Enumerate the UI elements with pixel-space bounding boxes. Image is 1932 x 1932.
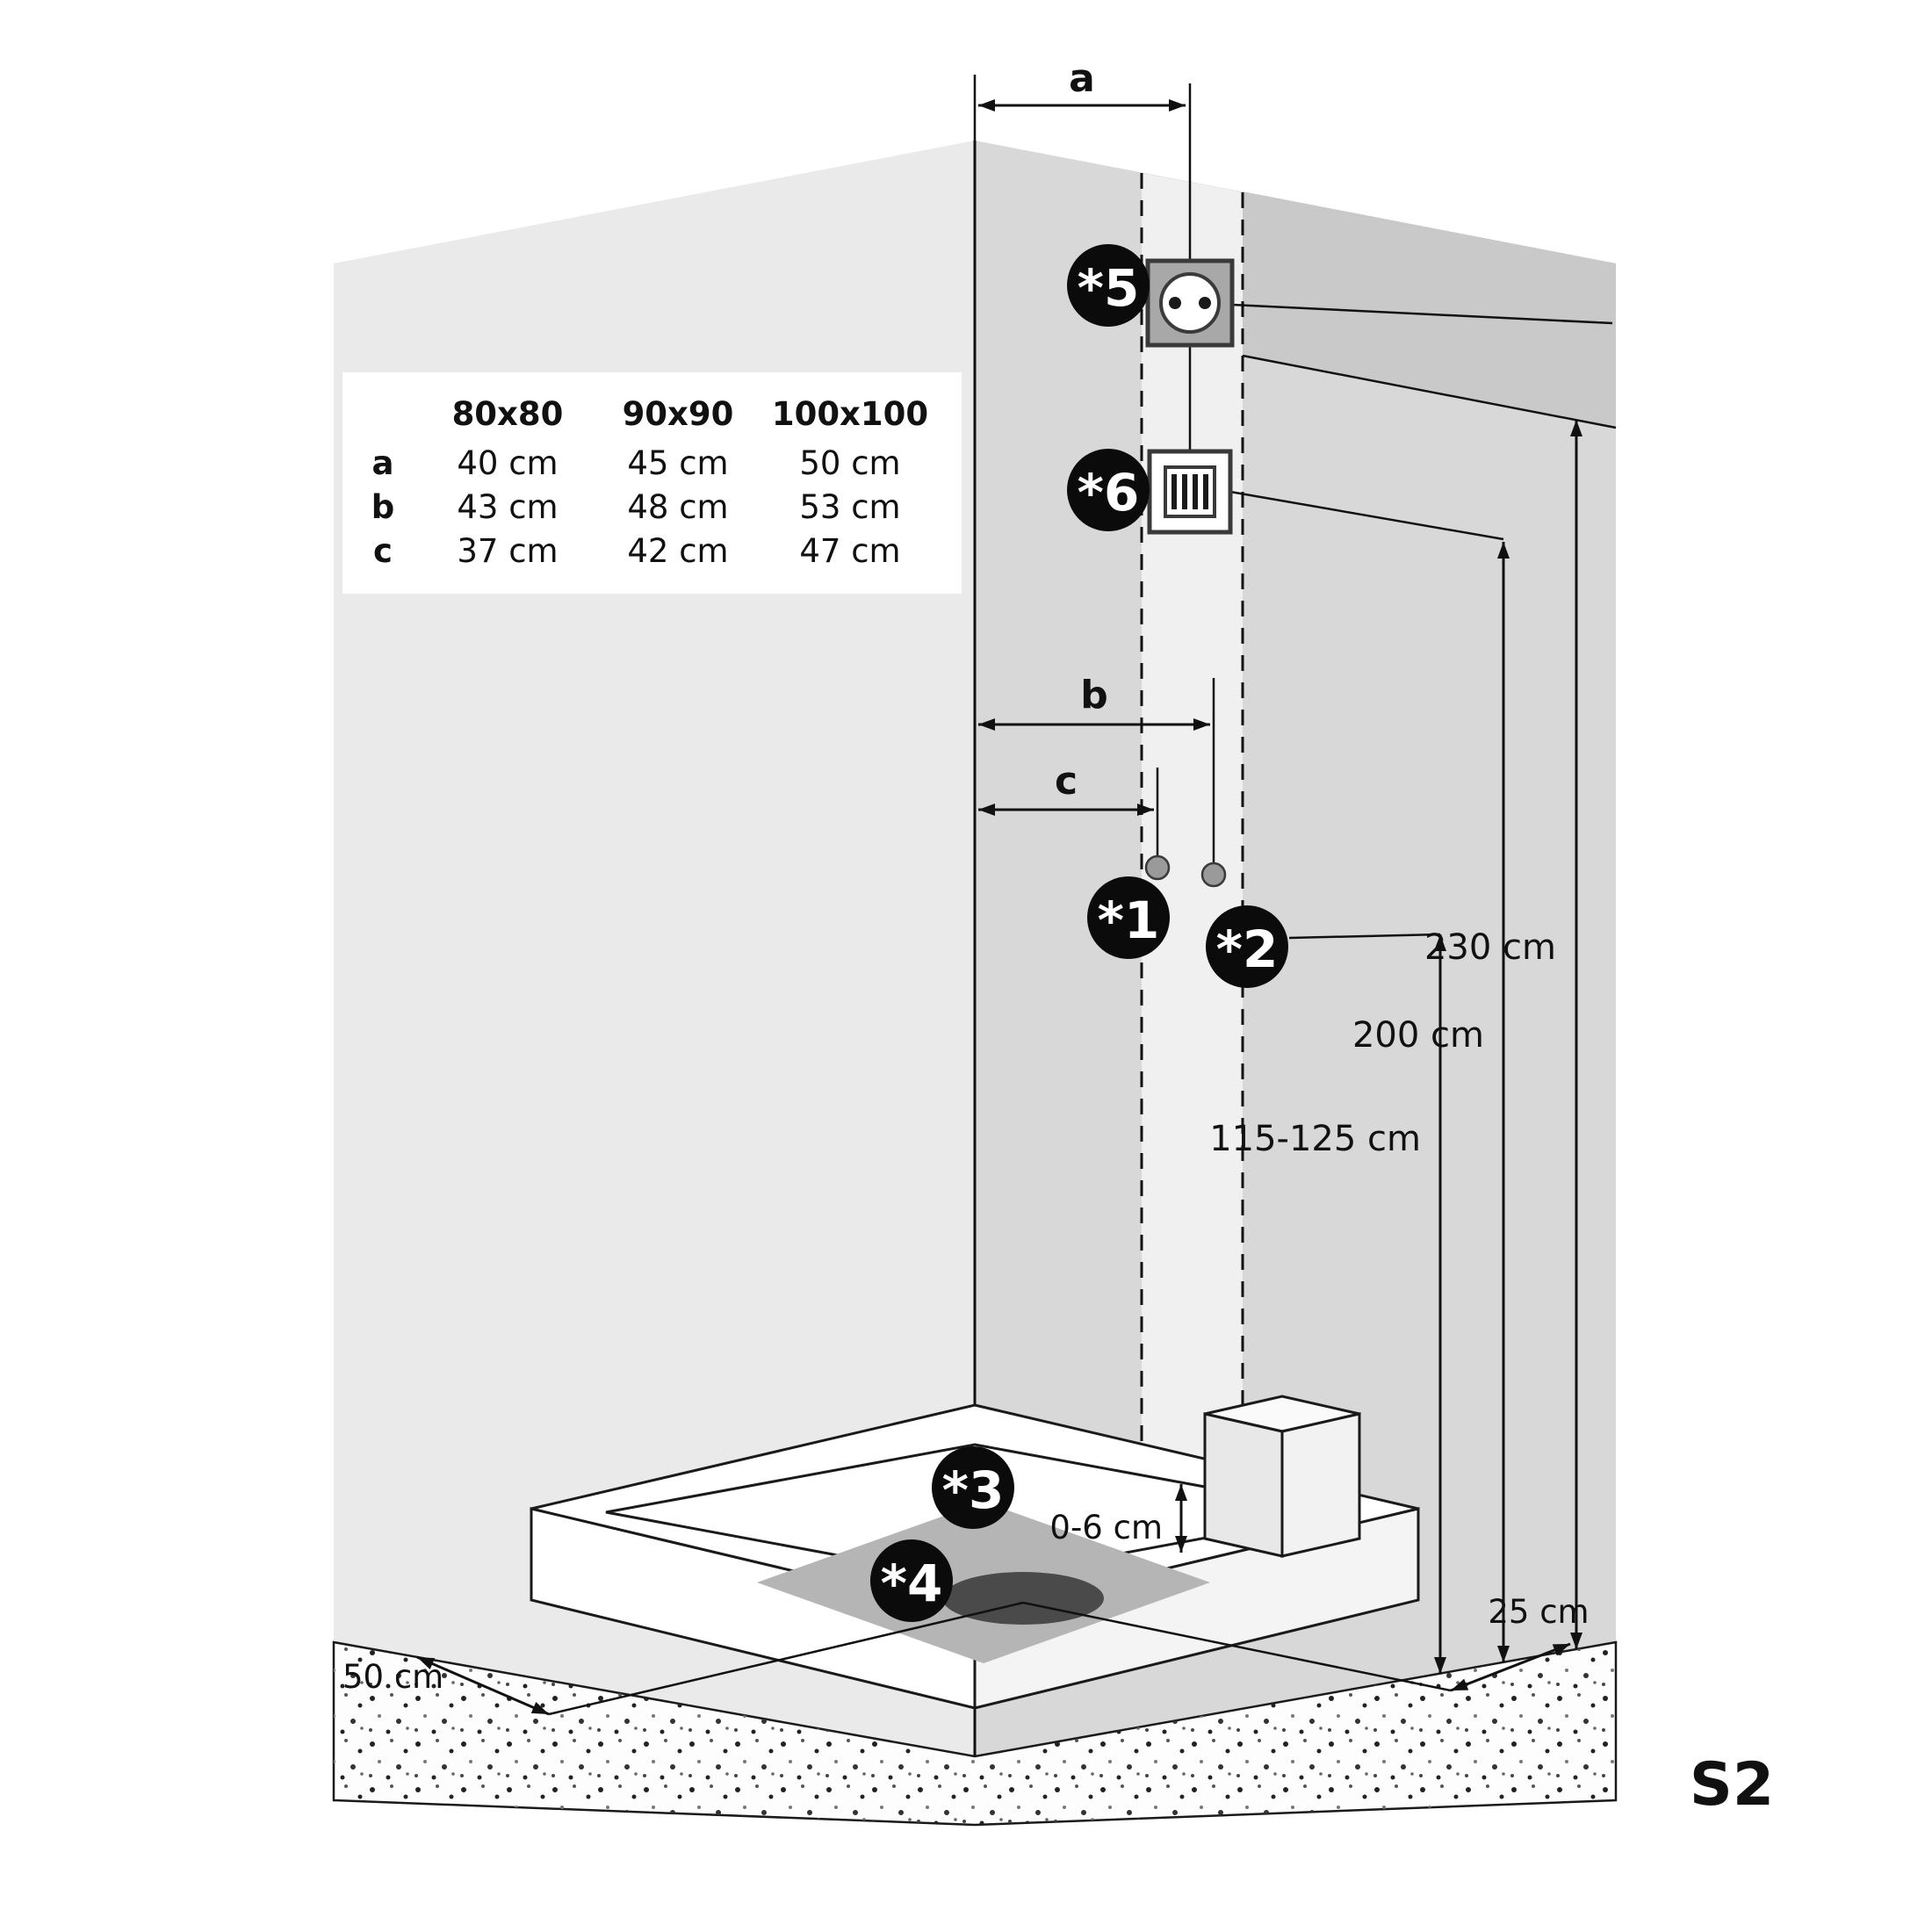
table-header-2: 90x90 bbox=[623, 395, 734, 433]
table-row-b-v2: 48 cm bbox=[627, 488, 728, 526]
marker-2-circle bbox=[1206, 905, 1288, 988]
socket-pin-right bbox=[1199, 297, 1211, 309]
table-row-a-v3: 50 cm bbox=[799, 444, 900, 482]
marker-4-circle bbox=[870, 1539, 953, 1622]
marker-2-label: *2 bbox=[1216, 919, 1279, 979]
right-wall bbox=[975, 141, 1616, 1756]
marker-3-circle bbox=[932, 1446, 1014, 1529]
table-row-a-v2: 45 cm bbox=[627, 444, 728, 482]
table-row-c-v1: 37 cm bbox=[457, 532, 558, 570]
marker-6-label: *6 bbox=[1078, 463, 1140, 523]
dim-b-label: b bbox=[1080, 673, 1108, 717]
floor bbox=[332, 1640, 1618, 1827]
table-row-c-label: c bbox=[373, 532, 393, 570]
marker-3-label: *3 bbox=[942, 1460, 1005, 1520]
marker-5-label: *5 bbox=[1078, 258, 1140, 318]
dim-c-label: c bbox=[1055, 759, 1078, 804]
table-row-c-v2: 42 cm bbox=[627, 532, 728, 570]
water-connection-point-right bbox=[1200, 861, 1227, 888]
step-box-front-right bbox=[1280, 1412, 1361, 1558]
socket-leader-line bbox=[1231, 303, 1613, 325]
tray-step-box: 0-6 cm bbox=[1049, 1395, 1361, 1558]
table-row-c-v3: 47 cm bbox=[799, 532, 900, 570]
water-connection-point-left bbox=[1144, 854, 1171, 881]
marker-1-label: *1 bbox=[1098, 890, 1160, 950]
size-table-panel bbox=[342, 372, 962, 594]
table-row-a-label: a bbox=[372, 444, 394, 482]
dim-a-label: a bbox=[1069, 56, 1095, 101]
height-230-reference-line bbox=[1242, 354, 1617, 429]
dim-230-label: 230 cm bbox=[1424, 927, 1556, 968]
socket-well bbox=[1159, 272, 1221, 334]
socket-pin-left bbox=[1169, 297, 1181, 309]
sheet-code: S2 bbox=[1690, 1750, 1774, 1820]
schuko-socket-icon bbox=[1145, 258, 1235, 348]
right-wall-top-band bbox=[1243, 191, 1616, 428]
drain-line-right bbox=[1022, 1601, 1452, 1692]
table-row-b-v1: 43 cm bbox=[457, 488, 558, 526]
dim-115-label: 115-125 cm bbox=[1209, 1119, 1421, 1159]
dim-tray-adjust-label: 0-6 cm bbox=[1049, 1509, 1163, 1546]
connection-leader-line bbox=[1288, 933, 1441, 940]
junction-box-icon bbox=[1147, 449, 1233, 535]
marker-4-label: *4 bbox=[881, 1554, 943, 1613]
marker-6-circle bbox=[1067, 449, 1150, 531]
marker-5-circle bbox=[1067, 244, 1150, 327]
floor-speckles bbox=[334, 1642, 1616, 1825]
dim-200-label: 200 cm bbox=[1352, 1015, 1484, 1056]
table-row-a-v1: 40 cm bbox=[457, 444, 558, 482]
dim-50cm-arrow bbox=[416, 1655, 550, 1716]
marker-1-circle bbox=[1087, 876, 1170, 959]
step-box-front-left bbox=[1203, 1412, 1284, 1558]
wall-offset-dimensions: a b c bbox=[973, 56, 1227, 888]
dim-50cm-label: 50 cm bbox=[342, 1658, 443, 1696]
drain-line-left bbox=[548, 1601, 1024, 1716]
table-header-1: 80x80 bbox=[452, 395, 564, 433]
size-table: 80x80 90x90 100x100 a 40 cm 45 cm 50 cm … bbox=[342, 372, 962, 594]
junction-leader-line bbox=[1229, 490, 1504, 541]
height-dimensions: 230 cm 200 cm 115-125 cm bbox=[1209, 303, 1613, 1674]
callout-markers: *5 *6 *1 *2 *3 *4 bbox=[870, 244, 1288, 1622]
dim-25cm-arrow bbox=[1450, 1642, 1571, 1692]
table-row-b-v3: 53 cm bbox=[799, 488, 900, 526]
table-row-b-label: b bbox=[371, 488, 395, 526]
table-header-3: 100x100 bbox=[772, 395, 928, 433]
